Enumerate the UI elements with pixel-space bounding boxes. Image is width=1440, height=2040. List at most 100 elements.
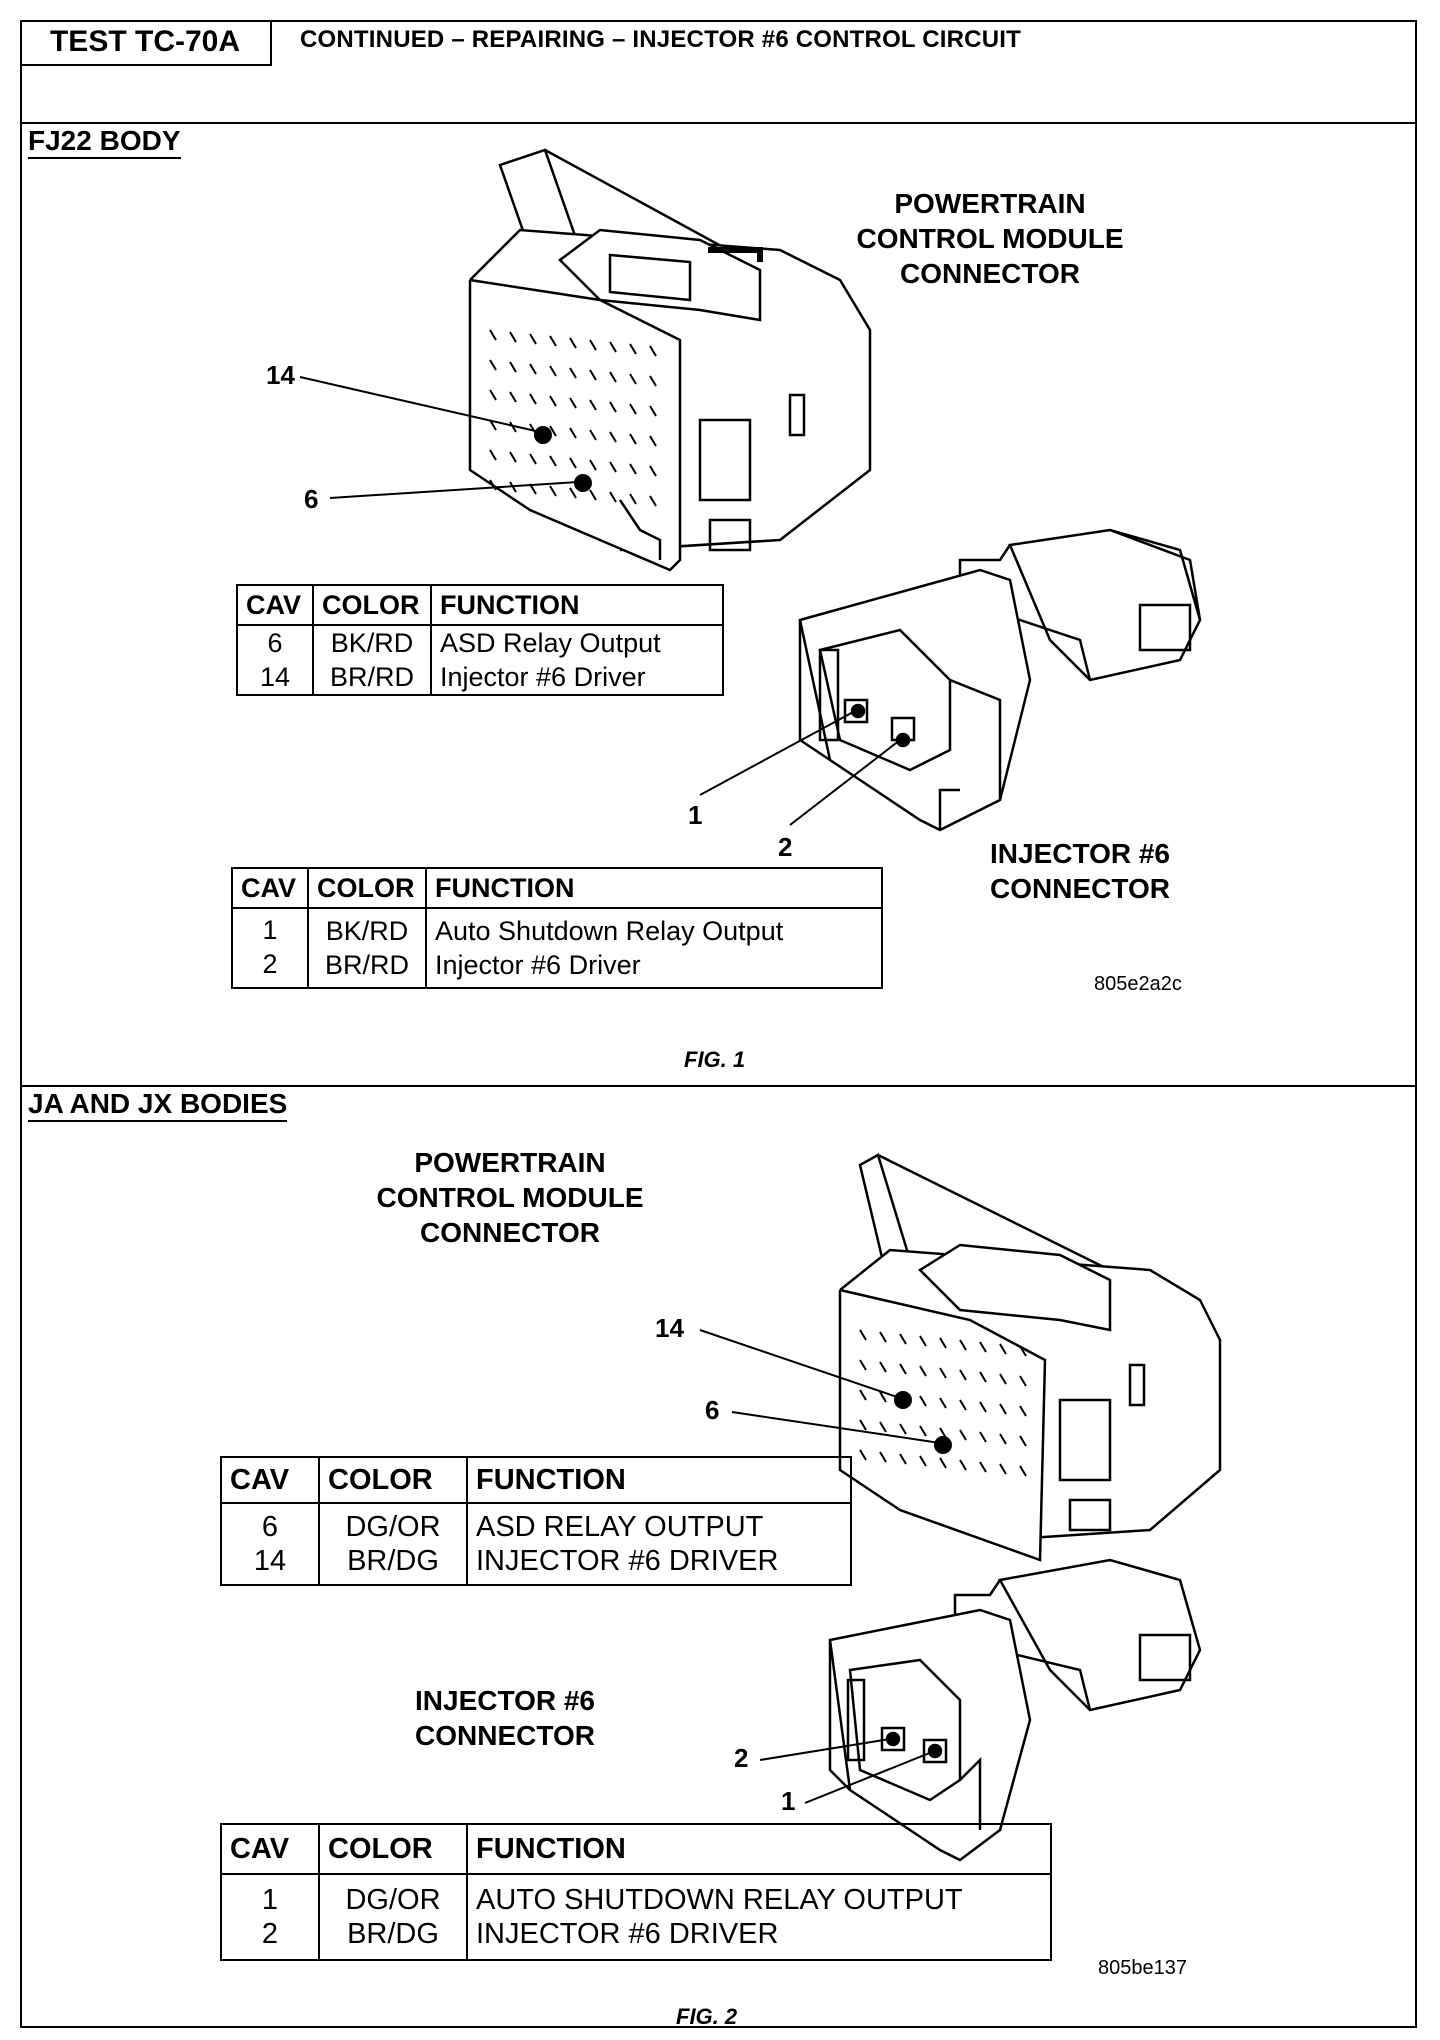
pcm-connector-drawing-fig2: [838, 1153, 1222, 1562]
col-cav: CAV: [231, 868, 309, 909]
pcm-leader-lines-fig1: [299, 376, 579, 499]
pin-6-marker: [934, 1436, 952, 1454]
cell: Injector #6 Driver: [435, 950, 641, 980]
injector-connector-title: INJECTOR #6 CONNECTOR: [950, 836, 1210, 906]
cell: 1: [262, 915, 278, 945]
cell: 1: [261, 1884, 279, 1916]
col-cav: CAV: [236, 585, 314, 626]
pin-6-marker: [574, 474, 592, 492]
cell: DG/OR: [345, 1884, 441, 1916]
title-line: INJECTOR #6: [415, 1685, 595, 1716]
pin-label-1: 1: [688, 800, 703, 830]
title-line: CONNECTOR: [900, 258, 1080, 289]
title-line: POWERTRAIN: [414, 1147, 606, 1178]
pin-label-2: 2: [778, 832, 793, 862]
pin-label-6: 6: [705, 1395, 720, 1425]
injector-connector-drawing-fig1: [798, 528, 1202, 832]
cell: BK/RD: [325, 916, 409, 946]
pin-14-marker: [534, 426, 552, 444]
title-line: CONNECTOR: [415, 1720, 595, 1751]
col-function: FUNCTION: [430, 585, 724, 626]
page-title: CONTINUED – REPAIRING – INJECTOR #6 CONT…: [300, 26, 1021, 53]
figure-caption: FIG. 1: [684, 1047, 746, 1072]
table-cells: BK/RD BR/RD: [307, 908, 427, 988]
header-divider: [20, 122, 1417, 124]
title-line: CONTROL MODULE: [856, 223, 1124, 254]
cell: Injector #6 Driver: [440, 662, 646, 692]
col-function: FUNCTION: [466, 1824, 1052, 1875]
pcm-leader-lines-fig2: [699, 1329, 941, 1444]
cell: BR/RD: [324, 950, 409, 980]
cell: 14: [253, 1545, 287, 1577]
pin-label-6: 6: [304, 484, 319, 514]
title-line: INJECTOR #6: [990, 838, 1170, 869]
cell: 2: [262, 949, 278, 979]
injector-connector-title: INJECTOR #6 CONNECTOR: [380, 1683, 630, 1753]
section-label-ja-jx: JA AND JX BODIES: [28, 1089, 288, 1122]
image-code: 805be137: [1098, 1957, 1187, 1979]
pin-label-1: 1: [781, 1786, 796, 1816]
image-code: 805e2a2c: [1094, 973, 1182, 995]
col-function: FUNCTION: [425, 868, 883, 909]
col-color: COLOR: [312, 585, 432, 626]
cell: BK/RD: [330, 628, 414, 658]
pcm-pin-grid-fig2: [859, 1329, 1027, 1477]
col-function: FUNCTION: [466, 1457, 852, 1504]
pcm-connector-title: POWERTRAIN CONTROL MODULE CONNECTOR: [340, 1145, 680, 1250]
pin-label-2: 2: [734, 1743, 749, 1773]
cell: ASD Relay Output: [440, 628, 661, 658]
cell: 6: [261, 1511, 279, 1543]
title-line: CONNECTOR: [990, 873, 1170, 904]
cell: BR/DG: [347, 1918, 439, 1950]
col-cav: CAV: [220, 1824, 320, 1875]
title-line: POWERTRAIN: [894, 188, 1086, 219]
page-frame: [20, 20, 1417, 2028]
pcm-pin-grid-fig1: [489, 329, 657, 507]
cell: ASD RELAY OUTPUT: [476, 1511, 764, 1543]
injector-connector-drawing-fig2: [828, 1558, 1202, 1862]
pin-label-14: 14: [655, 1313, 684, 1343]
col-color: COLOR: [318, 1824, 468, 1875]
cell: 6: [267, 628, 283, 658]
cell: BR/DG: [347, 1545, 439, 1577]
title-line: CONNECTOR: [420, 1217, 600, 1248]
injector-leader-lines-fig1: [699, 710, 901, 826]
pcm-connector-title: POWERTRAIN CONTROL MODULE CONNECTOR: [820, 186, 1160, 291]
cell: 14: [259, 662, 291, 692]
cell: Auto Shutdown Relay Output: [435, 916, 784, 946]
cell: 2: [261, 1918, 279, 1950]
table-cells: BK/RD BR/RD: [312, 625, 432, 695]
col-color: COLOR: [307, 868, 427, 909]
cell: INJECTOR #6 DRIVER: [476, 1545, 779, 1577]
cell: DG/OR: [345, 1511, 441, 1543]
pin-14-marker: [894, 1391, 912, 1409]
cell: BR/RD: [329, 662, 414, 692]
figure-caption: FIG. 2: [676, 2004, 738, 2029]
injector-leader-lines-fig2: [759, 1738, 933, 1804]
col-cav: CAV: [220, 1457, 320, 1504]
cell: AUTO SHUTDOWN RELAY OUTPUT: [476, 1884, 963, 1916]
section-label-fj22: FJ22 BODY: [28, 126, 181, 159]
pin-label-14: 14: [266, 360, 295, 390]
cell: INJECTOR #6 DRIVER: [476, 1918, 779, 1950]
pcm-connector-drawing-fig1: [468, 148, 872, 572]
test-id: TEST TC-70A: [20, 20, 272, 66]
figure-divider: [20, 1085, 1417, 1087]
title-line: CONTROL MODULE: [376, 1182, 644, 1213]
col-color: COLOR: [318, 1457, 468, 1504]
